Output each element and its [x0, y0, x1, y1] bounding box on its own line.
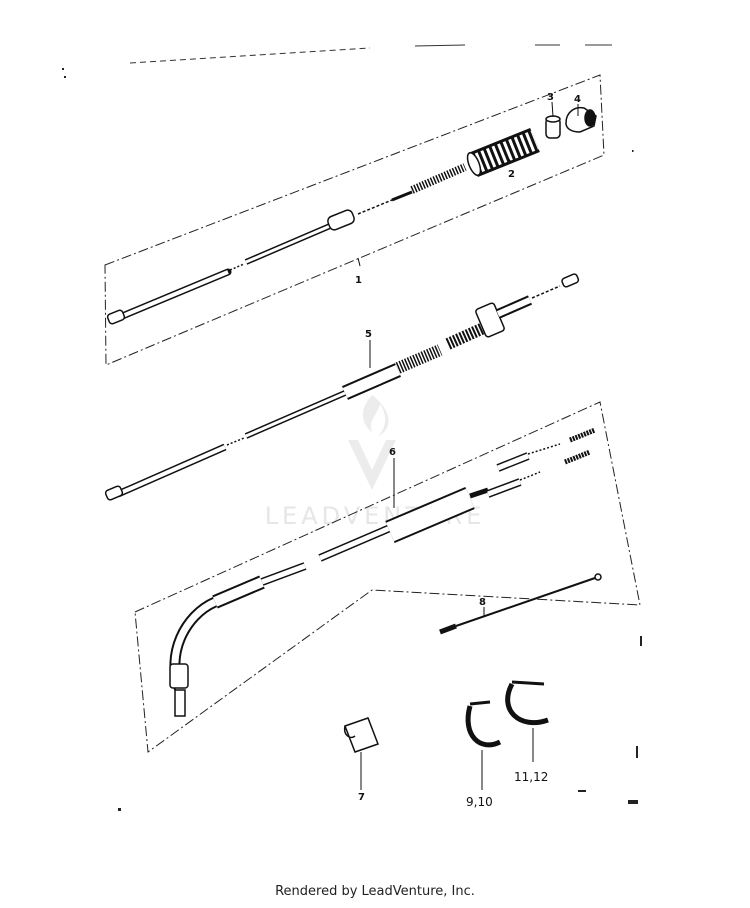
part-4-cap: [565, 106, 597, 133]
callout-3: 3: [547, 92, 554, 103]
watermark-v-icon: [348, 440, 396, 490]
callout-11-12: 11,12: [514, 770, 548, 784]
callouts: 1 2 3 4 5 6 7 8 9,10 11,12: [355, 92, 581, 809]
part-3-nut: [545, 115, 561, 139]
watermark-flame-icon: [362, 395, 389, 436]
part-8-wire: [439, 573, 602, 635]
part-1-cable: [106, 163, 467, 325]
callout-1: 1: [355, 275, 362, 286]
part-2-adjuster: [466, 127, 540, 178]
top-frame-edge: [129, 44, 612, 64]
part-5-cable: [104, 273, 580, 501]
group-1-frame: [104, 74, 605, 366]
part-9-10-clamp: [465, 700, 502, 748]
callout-9-10: 9,10: [466, 795, 493, 809]
callout-4: 4: [574, 94, 581, 105]
callout-7: 7: [358, 792, 365, 803]
group-6-frame: [134, 401, 641, 753]
part-6-throttle-cable: [169, 427, 596, 717]
footer-credit: Rendered by LeadVenture, Inc.: [275, 884, 475, 899]
callout-8: 8: [479, 597, 486, 608]
scan-specks: [62, 68, 642, 811]
part-7-sleeve: [343, 717, 379, 753]
callout-6: 6: [389, 447, 396, 458]
callout-5: 5: [365, 329, 372, 340]
callout-2: 2: [508, 169, 515, 180]
part-11-12-clamp: [505, 680, 549, 726]
leader-lines: [357, 101, 579, 790]
